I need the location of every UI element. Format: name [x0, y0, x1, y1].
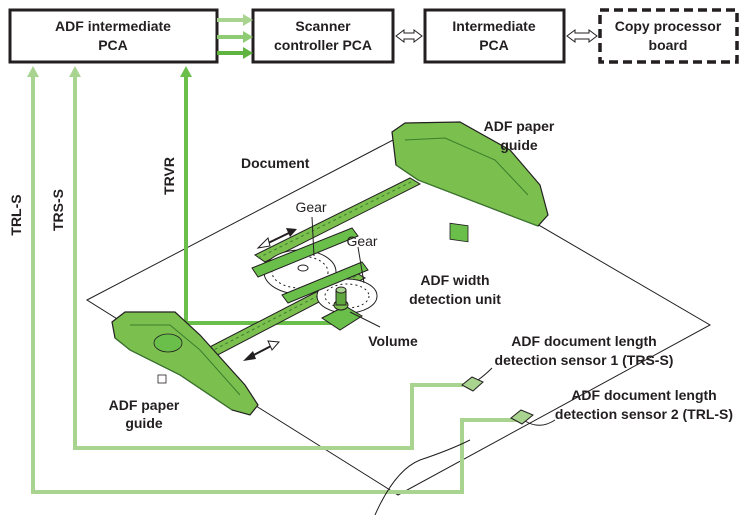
- trvr-label: TRVR: [161, 157, 177, 195]
- length-sensor-1-label-2: detection sensor 1 (TRS-S): [495, 352, 674, 368]
- document-sheet-outline: [85, 139, 712, 496]
- adf-intermediate-pca-label-2: PCA: [98, 37, 128, 53]
- scanner-controller-pca-label-1: Scanner: [295, 18, 351, 34]
- motion-arrow-lower: [243, 340, 281, 361]
- intermediate-pca-label-1: Intermediate: [452, 18, 535, 34]
- copy-processor-board-box: Copy processor board: [598, 8, 739, 64]
- width-detection-unit-label-2: detection unit: [409, 291, 501, 307]
- trs-s-wire: [73, 75, 463, 450]
- adf-paper-guide-top: [391, 121, 549, 243]
- intermediate-pca-box: Intermediate PCA: [423, 8, 566, 64]
- volume-label: Volume: [368, 333, 418, 349]
- trl-s-wire: [31, 75, 517, 494]
- leader-lines: [311, 216, 556, 515]
- trs-s-label: TRS-S: [50, 189, 66, 231]
- adf-paper-guide-bottom-label-1: ADF paper: [109, 397, 180, 413]
- length-sensor-1-label-1: ADF document length: [511, 333, 656, 349]
- adf-width-mechanism: [111, 121, 549, 425]
- adf-paper-guide-bottom-label-2: guide: [125, 415, 163, 431]
- adf-paper-guide-bottom: [111, 311, 259, 416]
- volume-sensor: [321, 286, 363, 331]
- adf-paper-guide-top-label-1: ADF paper: [484, 118, 555, 134]
- scanner-controller-pca-box: Scanner controller PCA: [251, 8, 395, 64]
- copy-processor-board-label-1: Copy processor: [615, 18, 722, 34]
- intermediate-pca-label-2: PCA: [479, 37, 509, 53]
- scanner-controller-pca-label-2: controller PCA: [274, 37, 372, 53]
- adf-intermediate-pca-label-1: ADF intermediate: [55, 18, 171, 34]
- adf-to-scanner-arrows: [217, 14, 253, 59]
- width-detection-unit-label-1: ADF width: [420, 272, 489, 288]
- adf-paper-guide-top-label-2: guide: [500, 137, 538, 153]
- trl-s-label: TRL-S: [8, 194, 24, 235]
- upper-rail: [254, 177, 422, 263]
- gear-2-label: Gear: [346, 233, 377, 249]
- intermediate-copy-double-arrow: [566, 29, 598, 43]
- length-sensor-1: [461, 376, 484, 392]
- block-diagram: ADF intermediate PCA Scanner controller …: [8, 8, 739, 64]
- copy-processor-board-label-2: board: [649, 37, 688, 53]
- length-sensor-2-label-1: ADF document length: [571, 387, 716, 403]
- gear-1-label: Gear: [295, 199, 326, 215]
- length-sensor-2: [510, 409, 534, 425]
- rack-upper: [251, 227, 359, 278]
- rack-lower: [281, 261, 369, 304]
- document-label: Document: [241, 155, 310, 171]
- scanner-intermediate-double-arrow: [395, 29, 423, 43]
- adf-intermediate-pca-box: ADF intermediate PCA: [8, 8, 219, 64]
- motion-arrow-upper: [256, 228, 297, 249]
- length-sensor-2-label-2: detection sensor 2 (TRL-S): [555, 406, 733, 422]
